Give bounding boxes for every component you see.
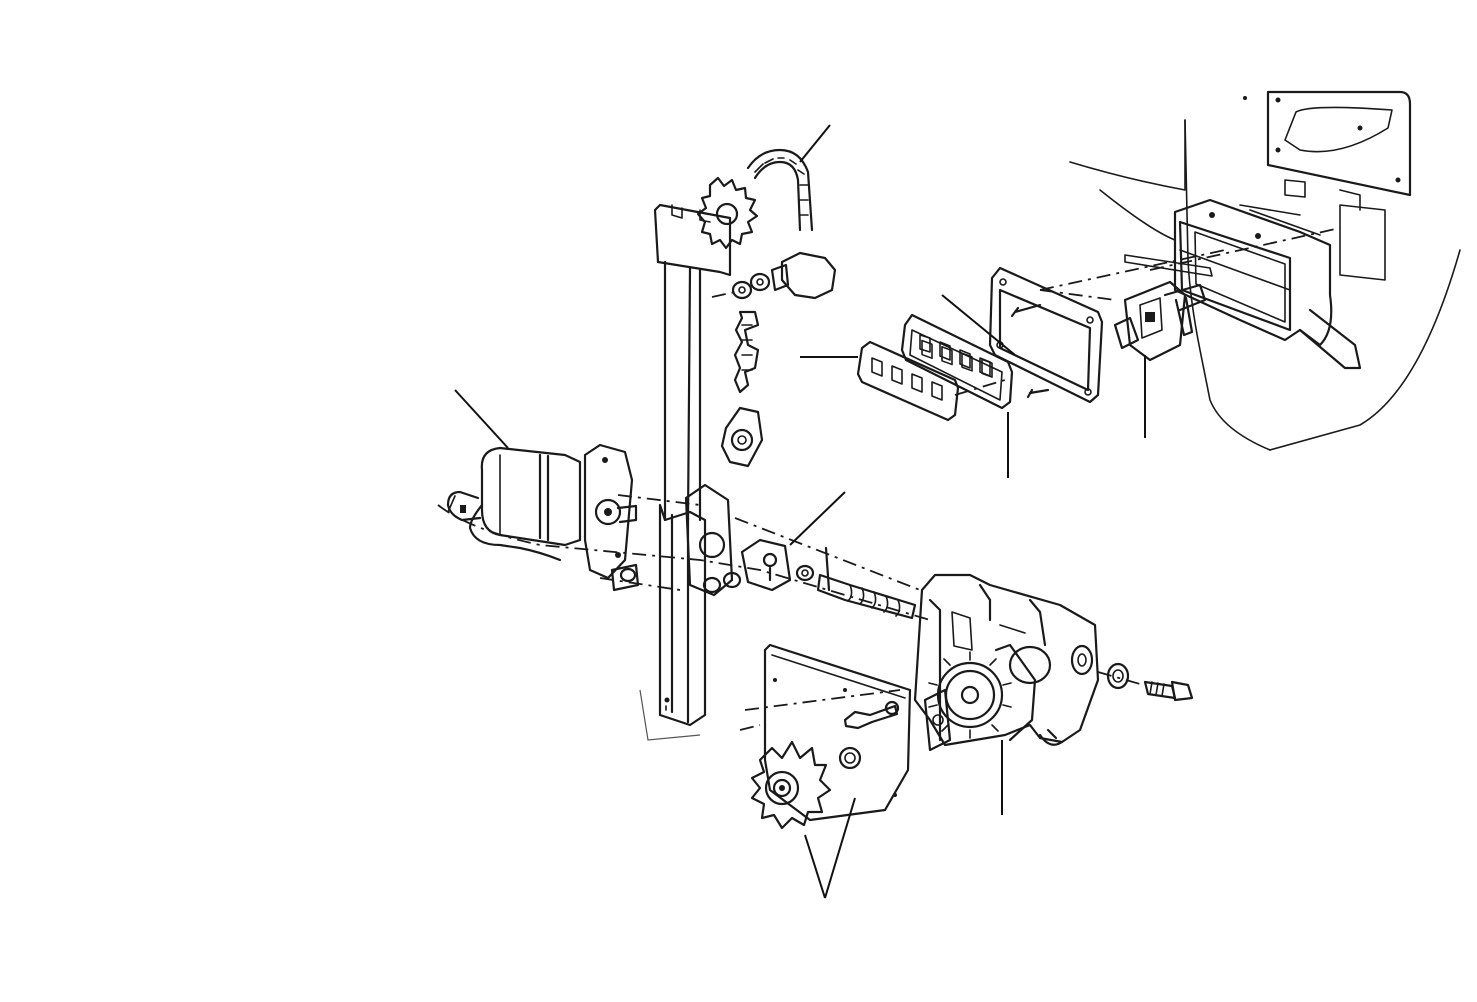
leader-sprocket-and-cover [804, 797, 856, 899]
motor-wiring [446, 490, 562, 562]
callout-leaders [454, 124, 1146, 899]
drive-shaft [816, 573, 917, 620]
nut-coupling [711, 251, 837, 300]
leader-drive-chain [799, 124, 831, 163]
leader-motor [454, 389, 509, 449]
switch-housing [1173, 198, 1362, 370]
output-sprocket [750, 740, 832, 830]
assembly-alignment-lines [617, 249, 1226, 591]
door-panel [1069, 90, 1461, 451]
coupling-block [740, 538, 831, 592]
adjuster-bolt [1097, 662, 1194, 702]
chain-links [733, 310, 760, 394]
drive-chain [746, 148, 814, 232]
cover-plate [739, 643, 912, 822]
switch-gasket [900, 313, 1014, 410]
leader-gasket [941, 294, 1016, 356]
main-gear [928, 643, 1037, 742]
leader-coupling-block [789, 491, 846, 546]
gearbox-housing [913, 573, 1100, 752]
chain-tensioner [720, 406, 764, 468]
switch-bezel [856, 340, 960, 422]
chain-sprocket [696, 176, 759, 250]
motor-mounting-bracket [437, 483, 931, 621]
window-motor [480, 443, 640, 592]
guide-channel [639, 203, 732, 741]
regulator-switch [1039, 227, 1341, 362]
